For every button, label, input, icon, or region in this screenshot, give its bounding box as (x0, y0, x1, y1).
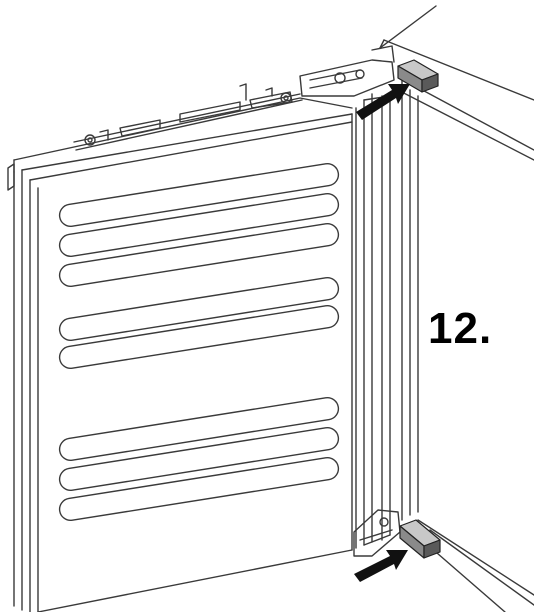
door-coil-loops (58, 162, 340, 522)
door-side-frame (355, 93, 391, 549)
door-top-rail (73, 83, 303, 151)
arrow-right-up-icon (354, 550, 408, 582)
step-number: 12. (428, 304, 493, 353)
lower-hinge-block (399, 519, 441, 559)
upper-hinge (299, 45, 395, 97)
upper-hinge-block (397, 59, 439, 93)
lower-hinge (353, 509, 401, 557)
arrow-right-up-icon (356, 84, 410, 120)
refrigerator-door (7, 97, 353, 612)
